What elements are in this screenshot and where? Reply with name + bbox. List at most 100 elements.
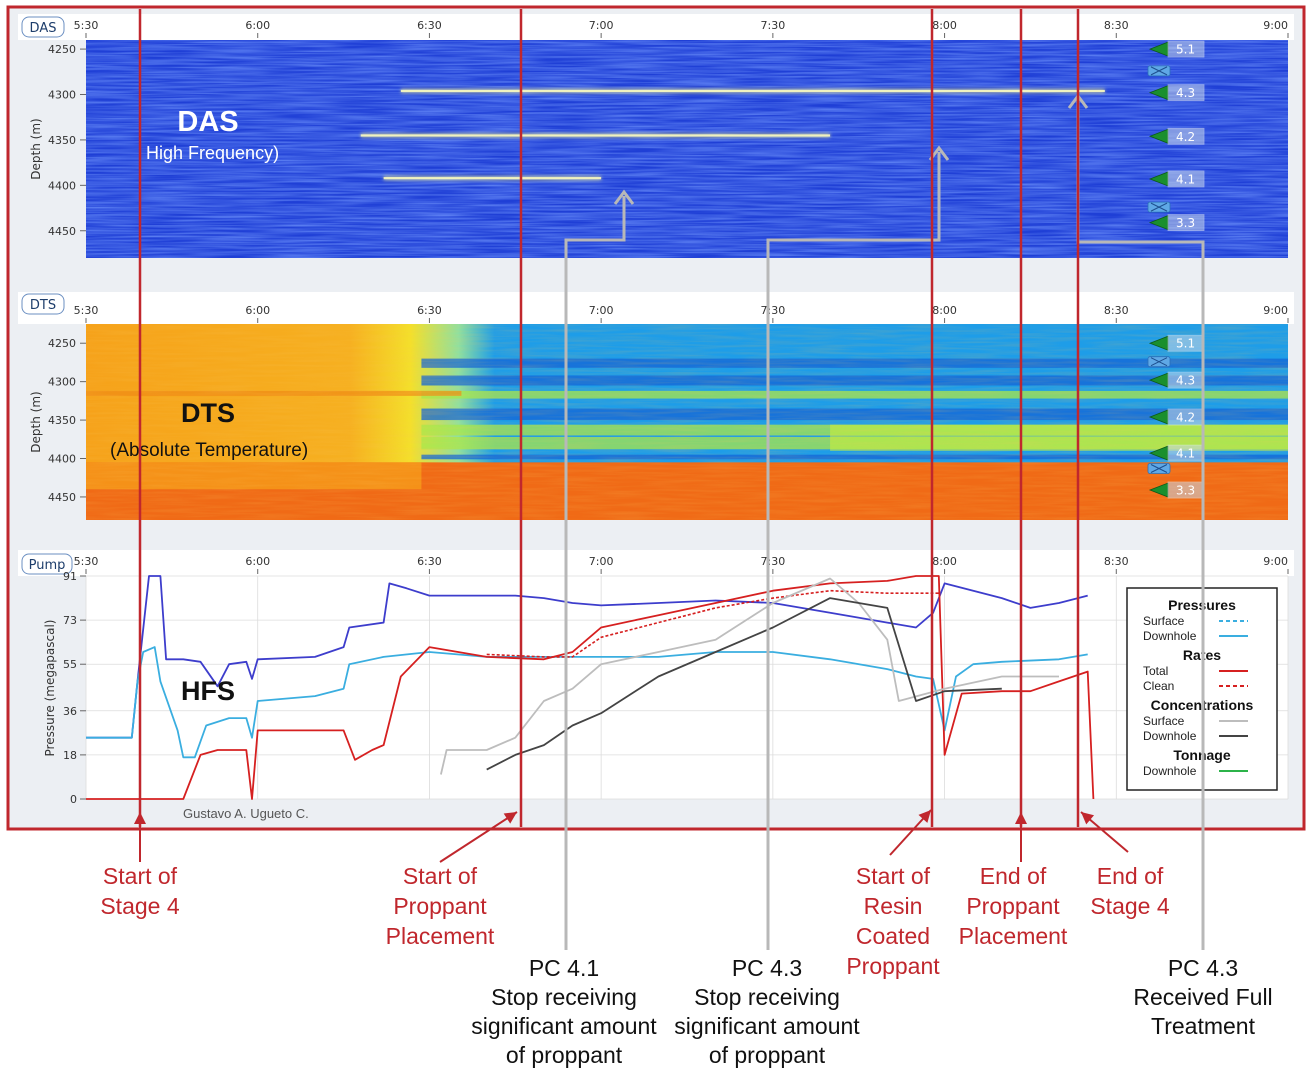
event-annotation-line: Stage 4 (1090, 893, 1169, 919)
y-tick-label: 4400 (48, 453, 76, 466)
event-pointer-arrowhead (1015, 812, 1027, 824)
event-annotation-line: Start of (403, 863, 478, 889)
packer-icon-stroke (1150, 202, 1168, 212)
das-depth-markers: 5.14.34.24.13.3 (1147, 40, 1205, 231)
das-signal-band (383, 177, 602, 180)
event-annotation-line: Stage 4 (100, 893, 179, 919)
dts-depth-markers: 5.1 4.3 4.2 4.1 3.3 (1147, 334, 1205, 499)
pump-tag-label: Pump (29, 558, 66, 573)
credit-text: Gustavo A. Ugueto C. (183, 806, 309, 821)
y-tick-label: 4300 (48, 376, 76, 389)
x-tick-label: 5:30 (74, 555, 99, 568)
marker-label: 4.3 (1176, 374, 1195, 388)
x-tick-label: 5:30 (74, 19, 99, 32)
legend-item-label: Clean (1143, 679, 1174, 693)
event-pointer-line (439, 811, 518, 863)
das-signal-band (360, 134, 831, 137)
y-tick-label: 91 (63, 570, 77, 583)
das-y-axis-label: Depth (m) (29, 118, 43, 179)
x-tick-label: 9:00 (1263, 555, 1288, 568)
y-tick-label: 4350 (48, 414, 76, 427)
packer-icon-stroke (1150, 464, 1168, 473)
event-annotation-line: Placement (386, 923, 495, 949)
das-subtitle: High Frequency) (146, 143, 279, 163)
legend-item-label: Downhole (1143, 629, 1197, 643)
das-noise (86, 40, 1288, 258)
das-signal-bands (360, 88, 1105, 181)
pump-header-band (18, 550, 1294, 576)
x-tick-label: 7:30 (761, 19, 786, 32)
packer-icon-stroke (1150, 66, 1168, 76)
marker-label: 5.1 (1176, 337, 1195, 351)
marker-label: 4.3 (1176, 86, 1195, 100)
event-pointer-arrowhead (1081, 812, 1095, 825)
event-pointer-arrowhead (503, 812, 517, 824)
x-tick-label: 6:00 (245, 19, 270, 32)
marker-label: 4.1 (1176, 447, 1195, 461)
x-tick-label: 6:00 (245, 555, 270, 568)
legend-item-label: Surface (1143, 614, 1185, 628)
pump-tag: Pump (21, 553, 73, 575)
pc-annotation-line: significant amount (471, 1013, 657, 1039)
pump-series-line (86, 575, 1088, 739)
x-tick-label: 8:30 (1104, 304, 1129, 317)
x-tick-label: 7:30 (761, 304, 786, 317)
x-tick-label: 8:00 (932, 555, 957, 568)
event-annotation-line: Resin (864, 893, 923, 919)
legend-item-label: Downhole (1143, 764, 1197, 778)
x-tick-label: 7:30 (761, 555, 786, 568)
das-tag-label: DAS (30, 21, 57, 36)
event-annotation-line: End of (1097, 863, 1164, 889)
dts-title: DTS (181, 398, 235, 428)
x-tick-label: 9:00 (1263, 304, 1288, 317)
pump-series-line (486, 597, 1002, 771)
x-tick-label: 7:00 (589, 304, 614, 317)
legend-item-label: Surface (1143, 714, 1185, 728)
event-annotation-line: Proppant (393, 893, 487, 919)
x-tick-label: 9:00 (1263, 19, 1288, 32)
marker-box (1167, 40, 1205, 58)
pump-title: HFS (181, 676, 235, 706)
pc-annotation-line: Treatment (1151, 1013, 1256, 1039)
y-tick-label: 55 (63, 658, 77, 671)
dts-header-band (18, 292, 1294, 324)
x-tick-label: 6:30 (417, 19, 442, 32)
event-annotation-line: Coated (856, 923, 930, 949)
x-tick-label: 8:30 (1104, 19, 1129, 32)
das-header-band (18, 14, 1294, 40)
marker-label: 4.2 (1176, 411, 1195, 425)
pump-series (86, 575, 1095, 800)
x-tick-label: 7:00 (589, 555, 614, 568)
event-pointer-arrowhead (918, 810, 931, 823)
y-tick-label: 4350 (48, 134, 76, 147)
y-tick-label: 4450 (48, 225, 76, 238)
pump-y-axis-label: Pressure (megapascal) (43, 620, 57, 757)
legend-item-label: Total (1143, 664, 1168, 678)
marker-box (1167, 170, 1205, 188)
pc-annotation-line: PC 4.3 (1168, 955, 1238, 981)
marker-label: 3.3 (1176, 484, 1195, 498)
marker-box (1167, 84, 1205, 102)
event-annotation-line: Start of (856, 863, 931, 889)
marker-box (1167, 127, 1205, 145)
dts-subtitle: (Absolute Temperature) (110, 440, 308, 461)
pump-series-line (86, 575, 1095, 800)
x-tick-label: 8:30 (1104, 555, 1129, 568)
dts-tag-label: DTS (30, 298, 56, 313)
dts-y-axis-label: Depth (m) (29, 391, 43, 452)
pump-series-line (86, 646, 1088, 759)
event-annotation-line: Proppant (966, 893, 1060, 919)
packer-icon-stroke (1150, 357, 1168, 367)
x-tick-label: 6:00 (245, 304, 270, 317)
